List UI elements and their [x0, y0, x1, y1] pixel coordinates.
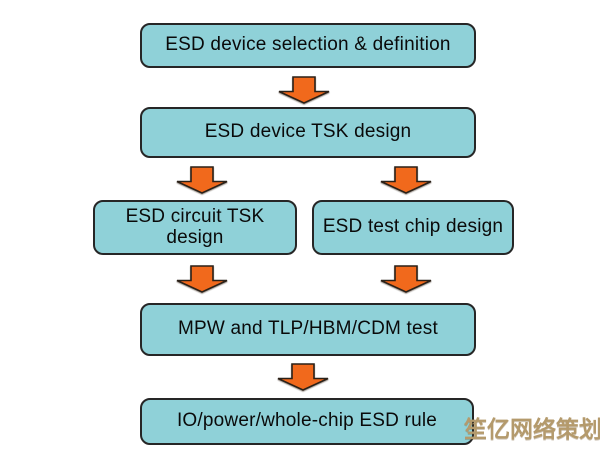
flow-node-test-chip-design: ESD test chip design	[312, 200, 514, 255]
down-arrow-icon	[380, 265, 432, 293]
flow-node-device-tsk-design: ESD device TSK design	[140, 107, 476, 158]
flow-node-label: ESD device selection & definition	[165, 34, 451, 56]
down-arrow-icon	[176, 265, 228, 293]
flow-node-mpw-test: MPW and TLP/HBM/CDM test	[140, 303, 476, 356]
down-arrow-icon	[278, 76, 330, 104]
down-arrow-icon	[176, 166, 228, 194]
flow-node-esd-rule: IO/power/whole-chip ESD rule	[140, 398, 474, 445]
flow-node-label: ESD circuit TSK design	[125, 205, 265, 248]
flow-node-label: MPW and TLP/HBM/CDM test	[178, 318, 438, 340]
flow-node-label: ESD test chip design	[322, 216, 504, 238]
watermark-text: 笙亿网络策划	[464, 416, 600, 442]
flow-node-label: ESD device TSK design	[204, 121, 412, 143]
flow-node-device-selection: ESD device selection & definition	[140, 23, 476, 68]
flow-node-label: IO/power/whole-chip ESD rule	[176, 410, 438, 432]
down-arrow-icon	[380, 166, 432, 194]
down-arrow-icon	[277, 363, 329, 391]
flow-node-circuit-tsk-design: ESD circuit TSK design	[93, 200, 297, 255]
